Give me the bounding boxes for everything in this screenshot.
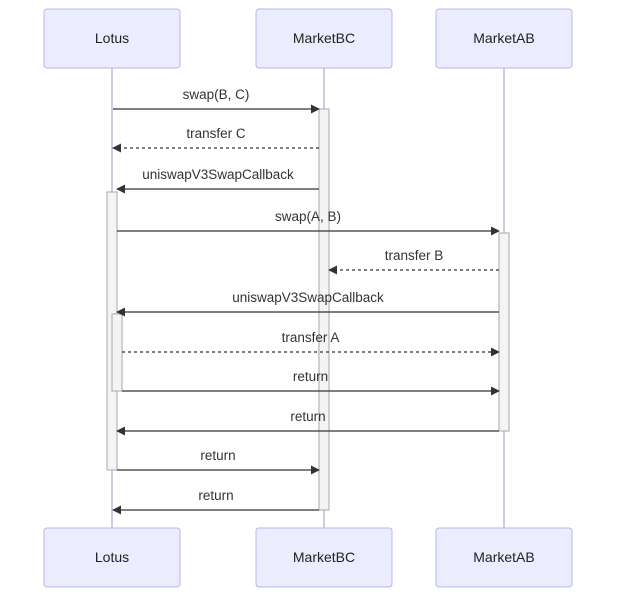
message-1: swap(B, C) xyxy=(113,87,320,114)
actor-lotus-top: Lotus xyxy=(43,8,181,69)
actor-label: MarketAB xyxy=(473,30,534,46)
actor-marketab-top: MarketAB xyxy=(435,8,573,69)
message-6: uniswapV3SwapCallback xyxy=(116,290,499,317)
actor-box xyxy=(435,8,573,69)
activation-marketbc xyxy=(318,108,330,511)
actor-marketbc-top: MarketBC xyxy=(255,8,393,69)
actor-lotus-bottom: Lotus xyxy=(43,527,181,588)
message-label: uniswapV3SwapCallback xyxy=(142,167,294,182)
message-label: uniswapV3SwapCallback xyxy=(232,290,384,305)
message-2: transfer C xyxy=(112,126,319,153)
message-label: transfer A xyxy=(282,330,340,345)
actor-box xyxy=(255,527,393,588)
message-label: swap(A, B) xyxy=(275,209,341,224)
actor-box xyxy=(43,8,181,69)
message-label: return xyxy=(290,409,325,424)
actor-box xyxy=(43,527,181,588)
message-4: swap(A, B) xyxy=(117,209,500,236)
activation-lotus-inner xyxy=(111,313,123,392)
message-9: return xyxy=(116,409,499,436)
actor-box xyxy=(255,8,393,69)
message-8: return xyxy=(122,369,500,396)
message-label: return xyxy=(198,488,233,503)
message-7: transfer A xyxy=(122,330,500,357)
message-label: return xyxy=(200,448,235,463)
message-11: return xyxy=(112,488,319,515)
actor-box xyxy=(435,527,573,588)
message-label: transfer B xyxy=(385,248,444,263)
message-5: transfer B xyxy=(328,248,499,275)
message-label: transfer C xyxy=(186,126,246,141)
actor-label: MarketBC xyxy=(293,549,355,565)
actor-marketbc-bottom: MarketBC xyxy=(255,527,393,588)
actor-label: MarketBC xyxy=(293,30,355,46)
message-label: return xyxy=(293,369,328,384)
actor-marketab-bottom: MarketAB xyxy=(435,527,573,588)
message-3: uniswapV3SwapCallback xyxy=(116,167,319,194)
activation-marketab xyxy=(498,232,510,432)
actor-label: Lotus xyxy=(95,30,129,46)
actor-label: Lotus xyxy=(95,549,129,565)
actor-label: MarketAB xyxy=(473,549,534,565)
message-label: swap(B, C) xyxy=(183,87,250,102)
message-10: return xyxy=(117,448,320,475)
